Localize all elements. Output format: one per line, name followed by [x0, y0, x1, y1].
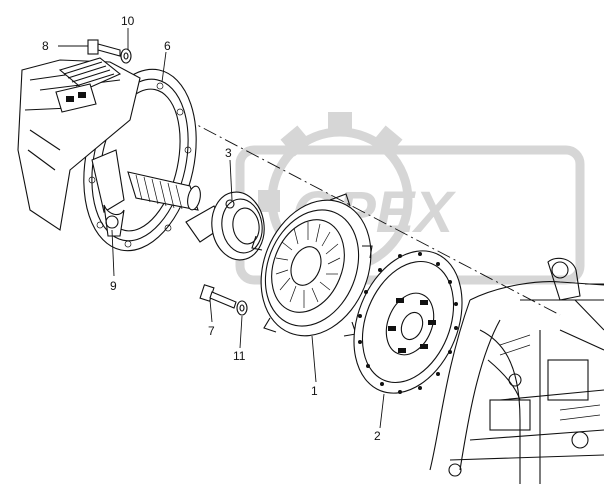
callout-1: 1 [311, 384, 318, 398]
pressure-plate [251, 193, 373, 337]
clutch-housing [17, 57, 201, 252]
callouts: 8 10 6 3 9 7 11 1 2 [42, 14, 381, 443]
housing-washer [120, 48, 132, 64]
leader-lines [58, 28, 385, 429]
release-bearing [185, 191, 265, 261]
clutch-disc [353, 250, 463, 394]
callout-2: 2 [374, 429, 381, 443]
callout-11: 11 [233, 349, 246, 363]
callout-6: 6 [164, 39, 171, 53]
callout-7: 7 [208, 324, 215, 338]
housing-bolt [87, 39, 121, 57]
callout-10: 10 [121, 14, 135, 28]
callout-9: 9 [110, 279, 117, 293]
engine-block [429, 257, 604, 484]
input-shaft [127, 171, 201, 211]
assembly-axis [139, 94, 561, 316]
shift-control-block [55, 57, 122, 113]
diaphragm-fingers [275, 222, 341, 308]
callout-8: 8 [42, 39, 49, 53]
pressure-plate-washer [236, 300, 248, 316]
callout-3: 3 [225, 146, 232, 160]
damper-springs [388, 298, 436, 353]
pressure-plate-bolt [199, 284, 237, 309]
disc-rivets [358, 252, 458, 394]
